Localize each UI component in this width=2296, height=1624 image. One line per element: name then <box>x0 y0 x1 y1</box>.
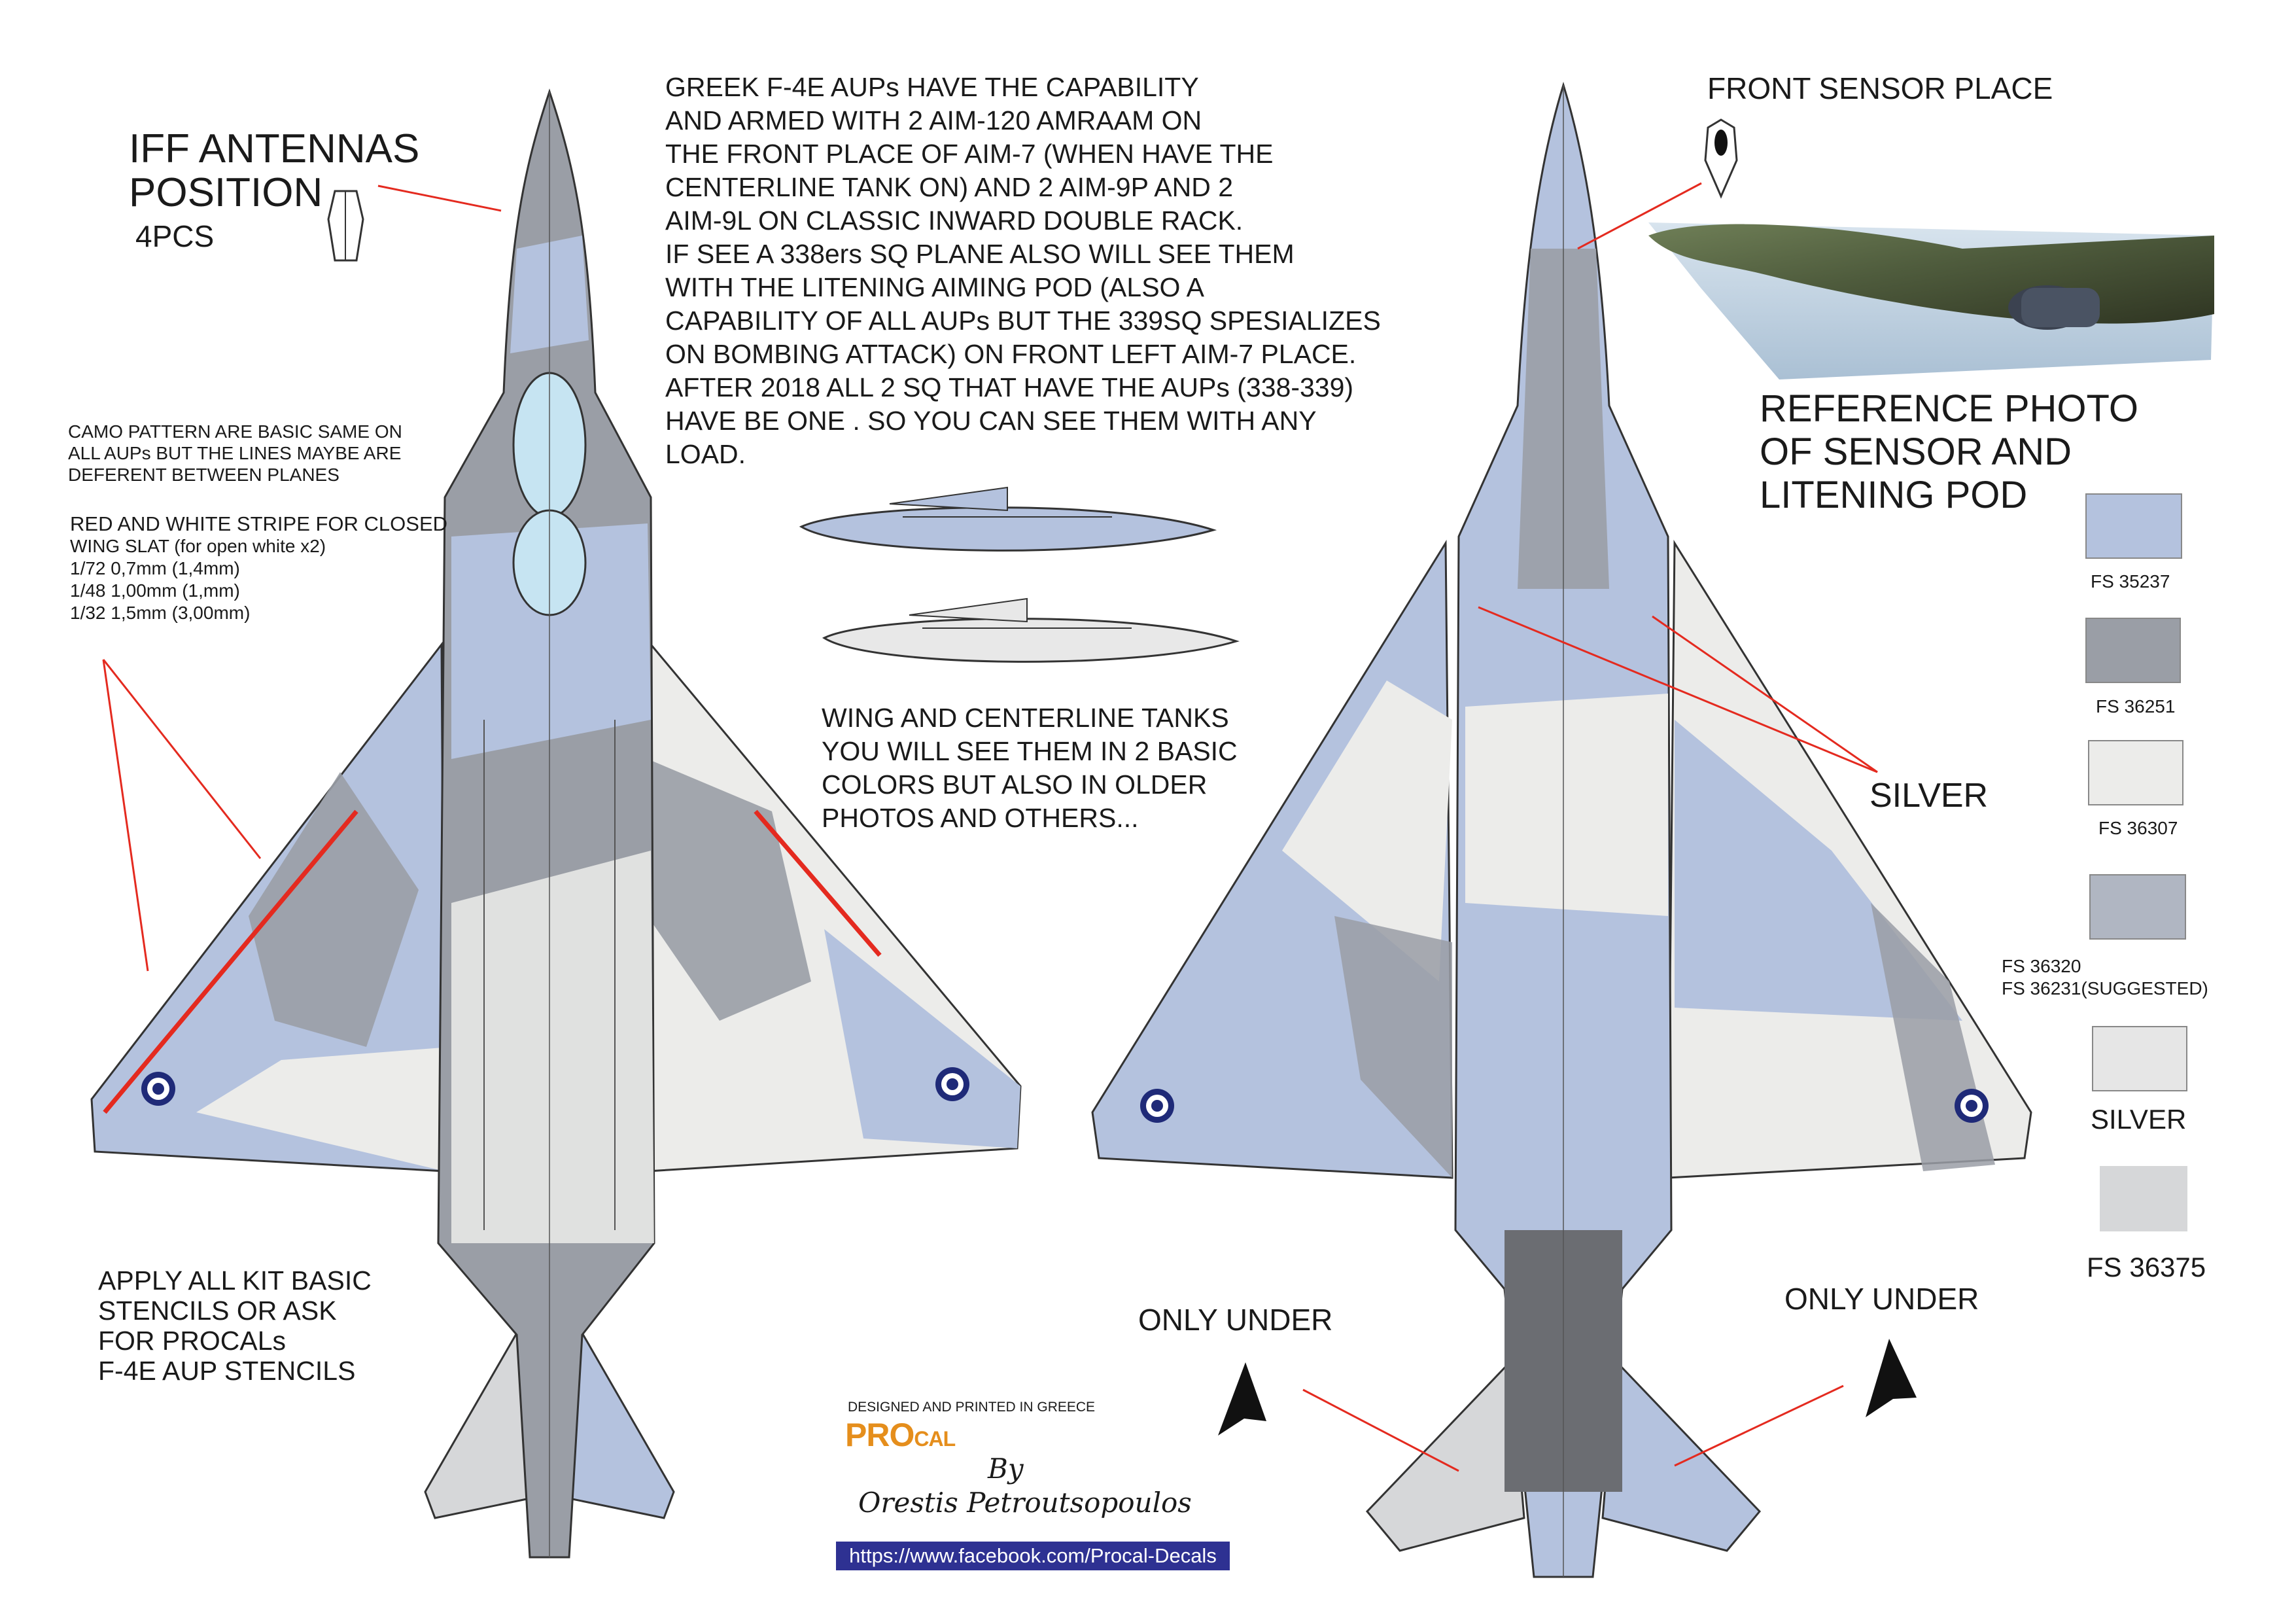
swatch-fs36320 <box>2089 874 2186 940</box>
swatch-fs36375-label: FS 36375 <box>2087 1252 2206 1282</box>
only-under-right-icon <box>1866 1339 1917 1417</box>
swatch-fs35237-label: FS 35237 <box>2091 571 2170 591</box>
top-fuselage-blue-camo <box>451 523 651 759</box>
top-left-wing-white-camo <box>196 1047 451 1171</box>
leader-lines <box>102 182 1878 1472</box>
swatch-fs36375 <box>2100 1166 2187 1231</box>
top-left-wing-grey-camo <box>249 772 419 1047</box>
bottom-left-wing-white-camo <box>1282 680 1452 981</box>
designed-printed-label: DESIGNED AND PRINTED IN GREECE <box>848 1400 1096 1415</box>
stencils-note: APPLY ALL KIT BASIC STENCILS OR ASK FOR … <box>98 1265 372 1386</box>
bottom-left-tailplane <box>1365 1358 1525 1552</box>
silver-callout: SILVER <box>1870 777 1989 815</box>
bottom-view-aircraft <box>1091 81 2032 1578</box>
stripe-note: RED AND WHITE STRIPE FOR CLOSED WING SLA… <box>70 512 448 624</box>
procal-logo: PROCAL <box>845 1417 956 1453</box>
bottom-right-tailplane <box>1601 1358 1762 1552</box>
bottom-right-roundel <box>1955 1089 1989 1123</box>
iff-count: 4PCS <box>135 219 215 253</box>
wing-tank-grey <box>822 597 1240 663</box>
swatch-fs36251 <box>2085 618 2181 683</box>
front-sensor-icon <box>1704 118 1738 199</box>
by-label: By <box>988 1453 1024 1485</box>
reference-photo-label: REFERENCE PHOTO OF SENSOR AND LITENING P… <box>1760 387 2139 516</box>
swatch-fs36307-label: FS 36307 <box>2098 818 2178 838</box>
tanks-note: WING AND CENTERLINE TANKS YOU WILL SEE T… <box>822 703 1238 833</box>
iff-antennas-title: IFF ANTENNAS POSITION <box>129 126 420 215</box>
header-paragraph: GREEK F-4E AUPs HAVE THE CAPABILITY AND … <box>665 72 1381 469</box>
front-sensor-label: FRONT SENSOR PLACE <box>1707 71 2053 105</box>
swatch-fs36251-label: FS 36251 <box>2096 696 2176 716</box>
top-right-roundel <box>935 1067 969 1101</box>
swatch-fs36320-label: FS 36320 <box>2002 956 2081 976</box>
top-right-wing-blue-camo <box>824 929 1020 1148</box>
top-fuselage-white-camo <box>451 851 654 1243</box>
author-name: Orestis Petroutsopoulos <box>858 1487 1192 1519</box>
facebook-link[interactable]: https://www.facebook.com/Procal-Decals <box>836 1542 1230 1570</box>
swatch-silver-label: SILVER <box>2091 1104 2187 1135</box>
bottom-left-wing-grey-camo <box>1334 916 1452 1178</box>
wing-tank-blue <box>799 486 1217 552</box>
swatch-silver <box>2092 1026 2187 1091</box>
camo-note: CAMO PATTERN ARE BASIC SAME ON ALL AUPs … <box>68 421 402 485</box>
swatch-fs35237 <box>2085 493 2182 559</box>
only-under-right-label: ONLY UNDER <box>1784 1282 1979 1316</box>
top-right-slat-stripe <box>754 809 882 957</box>
top-right-wing-grey-camo <box>648 759 811 1021</box>
top-view-aircraft <box>90 88 1022 1559</box>
swatch-fs36231-label: FS 36231(SUGGESTED) <box>2002 978 2208 998</box>
top-right-tailplane <box>568 1318 675 1519</box>
only-under-left-icon <box>1218 1362 1266 1436</box>
bottom-left-roundel <box>1140 1089 1174 1123</box>
top-left-slat-stripe <box>103 809 358 1114</box>
top-left-roundel <box>141 1072 175 1106</box>
only-under-left-label: ONLY UNDER <box>1138 1303 1333 1337</box>
top-left-tailplane <box>424 1318 531 1519</box>
swatch-fs36307 <box>2088 740 2183 805</box>
bottom-white-camo <box>1465 694 1668 916</box>
reference-photo <box>1648 222 2214 380</box>
